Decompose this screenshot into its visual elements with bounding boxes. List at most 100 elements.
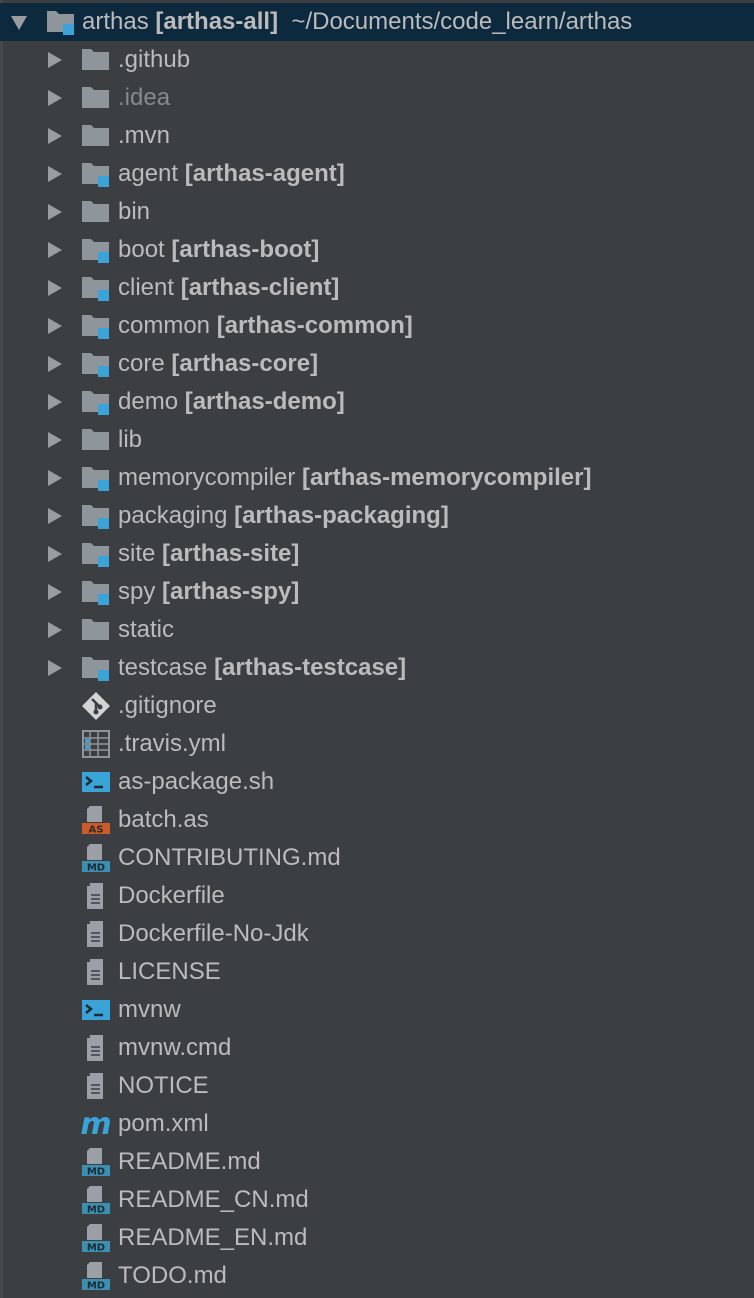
module-folder-icon <box>82 657 109 681</box>
root-path: ~/Documents/code_learn/arthas <box>291 8 633 35</box>
root-name: arthas <box>82 8 149 35</box>
module-folder-icon <box>82 277 109 301</box>
expand-arrow-icon[interactable] <box>48 584 62 600</box>
text-file-icon <box>87 1035 103 1061</box>
folder-icon <box>82 201 109 222</box>
expand-arrow-icon[interactable] <box>48 394 62 410</box>
markdown-file-icon: MD <box>82 844 110 874</box>
module-folder-icon <box>47 11 74 35</box>
item-name: Dockerfile-No-Jdk <box>118 920 309 947</box>
item-name: static <box>118 616 175 643</box>
item-name: testcase <box>118 654 208 681</box>
item-module: [arthas-agent] <box>184 160 345 187</box>
expand-arrow-icon[interactable] <box>48 622 62 638</box>
tree-file-row[interactable]: NOTICE <box>0 1067 754 1105</box>
project-tree[interactable]: arthas [arthas-all] ~/Documents/code_lea… <box>0 3 754 1295</box>
tree-root-row[interactable]: arthas [arthas-all] ~/Documents/code_lea… <box>0 3 754 41</box>
item-name: Dockerfile <box>118 882 225 909</box>
tree-folder-row[interactable]: bin <box>0 193 754 231</box>
tree-file-row[interactable]: mvnw.cmd <box>0 1029 754 1067</box>
tree-folder-row[interactable]: common [arthas-common] <box>0 307 754 345</box>
item-module: [arthas-spy] <box>162 578 300 605</box>
tree-file-row[interactable]: LICENSE <box>0 953 754 991</box>
tree-file-row[interactable]: as-package.sh <box>0 763 754 801</box>
expand-arrow-icon[interactable] <box>48 204 62 220</box>
expand-arrow-icon[interactable] <box>48 660 62 676</box>
item-name: memorycompiler <box>118 464 296 491</box>
tree-file-row[interactable]: Dockerfile-No-Jdk <box>0 915 754 953</box>
item-module: [arthas-demo] <box>184 388 345 415</box>
item-name: batch.as <box>118 806 209 833</box>
item-module: [arthas-memorycompiler] <box>302 464 592 491</box>
shell-script-icon <box>82 1000 110 1020</box>
maven-pom-icon: m <box>81 1109 111 1139</box>
item-name: NOTICE <box>118 1072 209 1099</box>
text-file-icon <box>87 921 103 947</box>
expand-arrow-icon[interactable] <box>48 356 62 372</box>
item-name: LICENSE <box>118 958 221 985</box>
expand-arrow-icon[interactable] <box>48 508 62 524</box>
item-name: agent <box>118 160 179 187</box>
tree-folder-row[interactable]: memorycompiler [arthas-memorycompiler] <box>0 459 754 497</box>
expand-arrow-icon[interactable] <box>48 166 62 182</box>
tree-folder-row[interactable]: lib <box>0 421 754 459</box>
svg-text:MD: MD <box>87 1281 105 1292</box>
expand-arrow-icon[interactable] <box>11 16 27 30</box>
tree-file-row[interactable]: MD TODO.md <box>0 1257 754 1295</box>
tree-folder-row[interactable]: agent [arthas-agent] <box>0 155 754 193</box>
tree-folder-row[interactable]: spy [arthas-spy] <box>0 573 754 611</box>
item-module: [arthas-boot] <box>171 236 320 263</box>
item-module: [arthas-client] <box>180 274 340 301</box>
tree-folder-row[interactable]: client [arthas-client] <box>0 269 754 307</box>
tree-folder-row[interactable]: .mvn <box>0 117 754 155</box>
svg-text:AS: AS <box>89 825 104 836</box>
item-name: TODO.md <box>118 1262 227 1289</box>
tree-file-row[interactable]: .travis.yml <box>0 725 754 763</box>
expand-arrow-icon[interactable] <box>48 280 62 296</box>
expand-arrow-icon[interactable] <box>48 90 62 106</box>
item-name: lib <box>118 426 143 453</box>
expand-arrow-icon[interactable] <box>48 470 62 486</box>
expand-arrow-icon[interactable] <box>48 128 62 144</box>
item-module: [arthas-core] <box>171 350 319 377</box>
tree-file-row[interactable]: Dockerfile <box>0 877 754 915</box>
svg-text:MD: MD <box>87 863 105 874</box>
text-file-icon <box>87 883 103 909</box>
module-folder-icon <box>82 543 109 567</box>
tree-folder-row[interactable]: site [arthas-site] <box>0 535 754 573</box>
tree-folder-row[interactable]: core [arthas-core] <box>0 345 754 383</box>
folder-icon <box>82 619 109 640</box>
tree-folder-row[interactable]: boot [arthas-boot] <box>0 231 754 269</box>
tree-file-row[interactable]: AS batch.as <box>0 801 754 839</box>
item-name: spy <box>118 578 156 605</box>
tree-folder-row[interactable]: static <box>0 611 754 649</box>
expand-arrow-icon[interactable] <box>48 432 62 448</box>
folder-icon <box>82 125 109 146</box>
tree-folder-row[interactable]: .idea <box>0 79 754 117</box>
panel-edge <box>0 0 3 1298</box>
item-name: common <box>118 312 211 339</box>
module-folder-icon <box>82 581 109 605</box>
item-name: README_EN.md <box>118 1224 308 1251</box>
item-module: [arthas-testcase] <box>214 654 407 681</box>
expand-arrow-icon[interactable] <box>48 318 62 334</box>
tree-folder-row[interactable]: .github <box>0 41 754 79</box>
tree-folder-row[interactable]: testcase [arthas-testcase] <box>0 649 754 687</box>
tree-file-row[interactable]: mvnw <box>0 991 754 1029</box>
module-folder-icon <box>82 505 109 529</box>
item-name: .gitignore <box>118 692 217 719</box>
expand-arrow-icon[interactable] <box>48 242 62 258</box>
tree-folder-row[interactable]: demo [arthas-demo] <box>0 383 754 421</box>
markdown-file-icon: MD <box>82 1148 110 1178</box>
svg-text:MD: MD <box>87 1167 105 1178</box>
tree-folder-row[interactable]: packaging [arthas-packaging] <box>0 497 754 535</box>
expand-arrow-icon[interactable] <box>48 52 62 68</box>
expand-arrow-icon[interactable] <box>48 546 62 562</box>
tree-file-row[interactable]: .gitignore <box>0 687 754 725</box>
item-name: .github <box>118 46 191 73</box>
